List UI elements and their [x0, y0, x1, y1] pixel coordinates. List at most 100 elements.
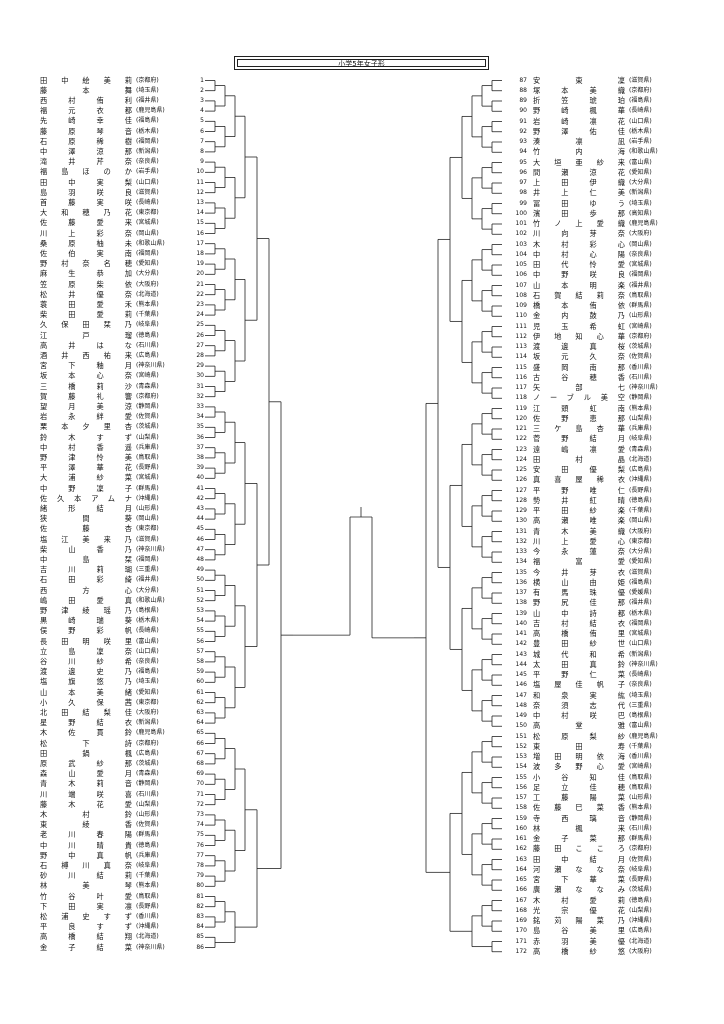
prefecture: (北海道) [136, 290, 159, 298]
prefecture: (奈良県) [136, 657, 159, 665]
seed-number: 35 [196, 423, 204, 431]
seed-number: 139 [515, 609, 527, 617]
seed-number: 143 [515, 650, 527, 658]
prefecture: (福井県) [136, 576, 159, 584]
prefecture: (静岡県) [629, 814, 652, 822]
seed-number: 136 [515, 578, 527, 586]
player-name: 酒井西祐来 [40, 350, 132, 360]
player-name: 栗本夕里杏 [40, 422, 132, 432]
seed-number: 98 [519, 189, 527, 197]
player-name: 三橋莉沙 [40, 381, 132, 391]
player-name: 坂本心奈 [40, 371, 132, 381]
prefecture: (長野県) [629, 486, 652, 494]
prefecture: (高知県) [629, 209, 652, 217]
prefecture: (鹿児島県) [629, 732, 658, 740]
seed-number: 161 [515, 835, 527, 842]
seed-number: 48 [196, 555, 204, 563]
prefecture: (長崎県) [136, 198, 159, 206]
seed-number: 96 [519, 168, 527, 176]
seed-number: 169 [515, 917, 527, 924]
prefecture: (長野県) [136, 464, 159, 472]
player-name: 三ケ島杏華 [533, 424, 625, 433]
player-name: 田村晶 [533, 454, 625, 464]
player-name: 田中絵美莉 [40, 75, 132, 85]
prefecture: (広島県) [629, 466, 652, 473]
player-name: 佐伯実南 [40, 248, 132, 258]
player-name: 笠原柴依 [40, 279, 132, 289]
player-name: 長田明咲里 [40, 636, 132, 646]
seed-number: 77 [196, 851, 204, 859]
prefecture: (宮城県) [629, 630, 652, 637]
seed-number: 164 [515, 865, 527, 873]
player-name: 中川晴貴 [40, 840, 132, 850]
prefecture: (京都府) [629, 845, 652, 853]
seed-number: 36 [196, 433, 204, 441]
player-name: 黒崎瑞葵 [40, 616, 132, 626]
player-name: 野村奈名穂 [40, 259, 132, 269]
prefecture: (東京都) [136, 698, 159, 706]
tournament-title: 小学5年女子形 [237, 59, 486, 68]
prefecture: (香川県) [136, 912, 159, 920]
prefecture: (和歌山県) [629, 148, 658, 156]
seed-number: 25 [196, 321, 204, 329]
player-name: 真喜屋稀衣 [533, 475, 625, 485]
prefecture: (石川県) [629, 824, 652, 832]
prefecture: (山形県) [136, 504, 159, 512]
seed-number: 144 [515, 660, 527, 668]
prefecture: (岩手県) [629, 138, 652, 145]
player-name: 福富愛 [533, 557, 625, 567]
prefecture: (栃木県) [629, 127, 652, 135]
seed-number: 160 [515, 824, 527, 832]
player-name: 高瀬唯楽 [533, 516, 625, 526]
player-name: 林美琴 [40, 881, 132, 891]
prefecture: (兵庫県) [136, 443, 159, 451]
prefecture: (福井県) [629, 599, 652, 607]
player-name: 中村香遥 [40, 442, 132, 452]
seed-number: 138 [515, 599, 527, 607]
player-name: 藤本舞 [40, 85, 132, 95]
prefecture: (大分県) [629, 179, 652, 186]
player-name: 金内鼓乃 [533, 311, 625, 321]
prefecture: (島根県) [629, 712, 652, 719]
player-name: 木村愛莉 [533, 895, 625, 905]
seed-number: 95 [519, 158, 527, 166]
prefecture: (佐賀県) [136, 821, 159, 829]
player-name: 林楓来 [533, 823, 625, 833]
prefecture: (愛媛県) [629, 589, 652, 596]
prefecture: (広島県) [629, 927, 652, 935]
seed-number: 45 [196, 525, 204, 533]
seed-number: 15 [196, 219, 204, 227]
seed-number: 57 [196, 647, 204, 655]
prefecture: (岡山県) [629, 240, 652, 248]
prefecture: (福岡県) [629, 619, 652, 627]
prefecture: (沖縄県) [629, 476, 652, 484]
seed-number: 11 [196, 178, 204, 186]
player-name: 鈴木すず [40, 432, 132, 442]
player-name: 平田紗楽 [533, 506, 625, 515]
seed-number: 73 [196, 810, 204, 818]
player-name: 湊凛凪 [533, 137, 625, 146]
seed-number: 80 [196, 882, 204, 890]
player-name: 吉村結衣 [533, 618, 625, 628]
prefecture: (京都府) [629, 86, 652, 94]
prefecture: (鳥取県) [136, 453, 159, 461]
seed-number: 39 [196, 464, 204, 472]
player-name: 竹谷叶愛 [40, 891, 132, 901]
player-name: 増田明依海 [533, 752, 625, 761]
prefecture: (長崎県) [629, 671, 652, 678]
player-name: ノーブル美空 [533, 393, 625, 403]
seed-number: 131 [515, 527, 527, 535]
seed-number: 103 [515, 240, 527, 248]
player-name: 木村鈴 [40, 809, 132, 819]
player-name: 塩屋佳帆子 [533, 680, 625, 690]
player-name: 渡邊真桜 [533, 342, 625, 351]
prefecture: (鹿児島県) [136, 107, 165, 115]
player-name: 木佐貫鈴 [40, 728, 132, 738]
seed-number: 150 [515, 722, 527, 730]
seed-number: 158 [515, 804, 527, 812]
player-name: 盛岡南那 [533, 362, 625, 372]
prefecture: (富山県) [136, 637, 159, 645]
prefecture: (東京都) [136, 525, 159, 533]
prefecture: (山形県) [629, 312, 652, 320]
prefecture: (栃木県) [136, 617, 159, 625]
